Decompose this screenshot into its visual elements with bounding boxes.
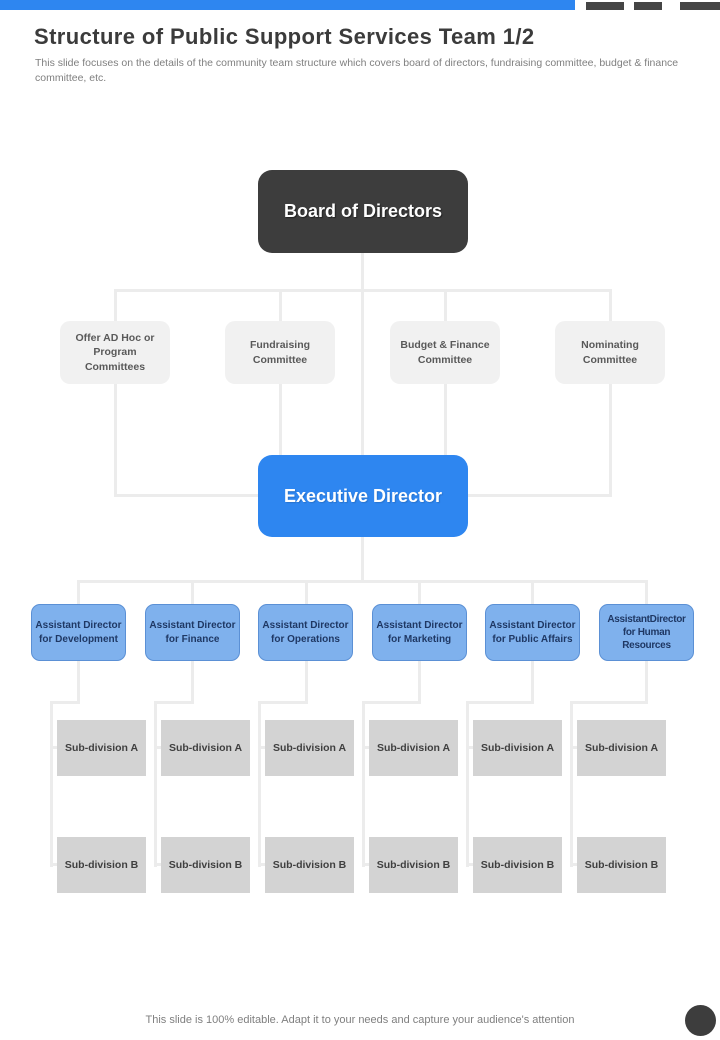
org-node-subdivision-b: Sub-division B (265, 837, 354, 893)
connector-elbow-vertical (305, 661, 308, 704)
connector-elbow-vertical (77, 661, 80, 704)
org-node-subdivision-a: Sub-division A (577, 720, 666, 776)
top-decoration-segment (680, 2, 720, 10)
connector-elbow-horizontal (362, 701, 421, 704)
connector-stub-a (154, 746, 164, 749)
connector-stub-b (570, 863, 580, 866)
connector-elbow-vertical (645, 661, 648, 704)
connector-ladder (154, 701, 157, 867)
org-node-subdivision-b: Sub-division B (369, 837, 458, 893)
connector-stub-b (362, 863, 372, 866)
org-node-subdivision-a: Sub-division A (473, 720, 562, 776)
org-node-subdivision-a: Sub-division A (265, 720, 354, 776)
connector-committees-top (114, 289, 612, 292)
connector-stub-a (258, 746, 268, 749)
connector-assistant-drop (418, 580, 421, 604)
top-accent-bar (0, 0, 575, 10)
connector-committee-vertical (114, 289, 117, 497)
org-node-assistant-development: Assistant Director for Development (31, 604, 126, 661)
corner-circle-decoration (685, 1005, 716, 1036)
connector-stub-a (362, 746, 372, 749)
connector-ladder (258, 701, 261, 867)
org-node-committee-nominating: Nominating Committee (555, 321, 665, 384)
org-node-committee-adhoc: Offer AD Hoc or Program Committees (60, 321, 170, 384)
connector-exec-down (361, 537, 364, 583)
top-decoration-segment (586, 2, 624, 10)
connector-committee-vertical (609, 289, 612, 497)
connector-elbow-vertical (191, 661, 194, 704)
connector-ladder (570, 701, 573, 867)
connector-elbow-horizontal (154, 701, 194, 704)
connector-stub-b (50, 863, 60, 866)
connector-ladder (50, 701, 53, 867)
connector-ladder (362, 701, 365, 867)
connector-stub-b (154, 863, 164, 866)
connector-stub-a (570, 746, 580, 749)
connector-elbow-horizontal (258, 701, 308, 704)
top-decoration-segment (634, 2, 662, 10)
connector-stub-a (50, 746, 60, 749)
connector-assistant-drop (645, 580, 648, 604)
connector-assistant-drop (531, 580, 534, 604)
org-node-committee-budget-finance: Budget & Finance Committee (390, 321, 500, 384)
org-node-subdivision-b: Sub-division B (473, 837, 562, 893)
connector-stub-b (258, 863, 268, 866)
connector-elbow-vertical (418, 661, 421, 704)
org-node-assistant-marketing: Assistant Director for Marketing (372, 604, 467, 661)
connector-assistant-drop (191, 580, 194, 604)
org-node-executive-director: Executive Director (258, 455, 468, 537)
org-node-assistant-finance: Assistant Director for Finance (145, 604, 240, 661)
org-node-committee-fundraising: Fundraising Committee (225, 321, 335, 384)
connector-assistants-top (77, 580, 648, 583)
org-node-assistant-operations: Assistant Director for Operations (258, 604, 353, 661)
connector-committee-vertical (444, 289, 447, 497)
org-node-subdivision-b: Sub-division B (577, 837, 666, 893)
slide-subtitle: This slide focuses on the details of the… (35, 57, 679, 84)
connector-assistant-drop (305, 580, 308, 604)
connector-ladder (466, 701, 469, 867)
connector-stub-b (466, 863, 476, 866)
org-node-assistant-public-affairs: Assistant Director for Public Affairs (485, 604, 580, 661)
connector-elbow-horizontal (570, 701, 648, 704)
org-node-subdivision-a: Sub-division A (161, 720, 250, 776)
connector-elbow-horizontal (466, 701, 534, 704)
connector-elbow-horizontal (50, 701, 80, 704)
org-node-board-of-directors: Board of Directors (258, 170, 468, 253)
org-node-subdivision-b: Sub-division B (161, 837, 250, 893)
org-node-subdivision-a: Sub-division A (57, 720, 146, 776)
connector-board-vertical (361, 253, 364, 455)
connector-committee-vertical (279, 289, 282, 497)
org-node-subdivision-a: Sub-division A (369, 720, 458, 776)
org-node-assistant-human-resources: AssistantDirector for Human Resources (599, 604, 694, 661)
footer-note: This slide is 100% editable. Adapt it to… (145, 1014, 575, 1026)
connector-elbow-vertical (531, 661, 534, 704)
slide-title: Structure of Public Support Services Tea… (34, 24, 535, 49)
connector-stub-a (466, 746, 476, 749)
org-node-subdivision-b: Sub-division B (57, 837, 146, 893)
connector-assistant-drop (77, 580, 80, 604)
